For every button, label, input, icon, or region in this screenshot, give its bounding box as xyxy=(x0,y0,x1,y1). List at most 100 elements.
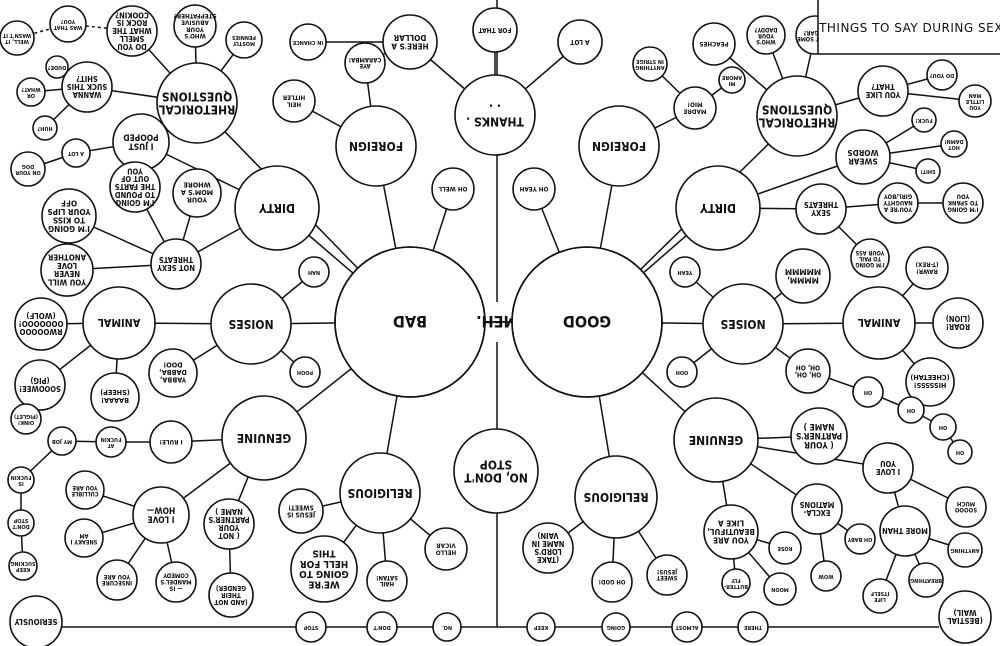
node-circle xyxy=(763,572,797,606)
node-thanks: THANKS .. . xyxy=(454,74,536,156)
node-label: MORE THAN xyxy=(882,527,928,536)
node-circle xyxy=(106,5,158,57)
node-label: OH GOD! xyxy=(599,579,626,586)
node-label: ALMOST xyxy=(675,624,699,630)
node-heil-hitler: HEILHITLER xyxy=(272,79,316,123)
node-im-going-pail: I'M GOINGTO PAILYOUR ASS xyxy=(850,238,890,278)
node-roar-lion: ROAR!(LION) xyxy=(932,297,984,349)
diagram-title: THINGS TO SAY DURING SEX xyxy=(818,21,1000,35)
node-yabba-dabba-doo: YABBA,DABBA,DOO! xyxy=(148,348,198,398)
node-label: SEXYTHREATS xyxy=(804,201,838,218)
node-circle xyxy=(234,165,320,251)
node-youll-never-love: YOU WILLNEVERLOVEANOTHER xyxy=(40,243,94,297)
node-circle xyxy=(10,403,42,435)
node-label: YOU WILLNEVERLOVEANOTHER xyxy=(47,253,87,287)
node-baaaa: BAAAA!(SHEEP) xyxy=(90,372,140,422)
node-circle xyxy=(424,527,468,571)
node-circle xyxy=(65,470,105,510)
node-you-like-that: YOU LIKETHAT? xyxy=(857,65,909,117)
node-circle xyxy=(646,554,688,596)
node-label: KEEPSUCKING xyxy=(10,560,35,572)
node-rawr: RAWR!(T-REX) xyxy=(905,246,949,290)
node-label: RHETORICALQUESTIONS xyxy=(159,90,236,117)
node-hisssss-cheetah: HISSSSS!(CHEETAH) xyxy=(905,357,955,407)
node-oink-piglet: OINK!(PIGLET) xyxy=(10,403,42,435)
node-label: ANYTHINGIN STRIGE xyxy=(635,58,664,70)
node-label: DO YOUSMELLWHAT THEROCK ISCOOKIN? xyxy=(112,11,152,52)
node-label: I LOVEYOU xyxy=(875,460,900,477)
node-circle xyxy=(905,246,949,290)
node-circle xyxy=(785,348,831,394)
node-jesus-is-sweet: JESUS ISSWEET! xyxy=(278,488,324,534)
node-label: OH WELL xyxy=(438,186,467,193)
node-your-moms-whore: YOURMOM'S AWHORE xyxy=(172,168,222,218)
node-sooowee: SOOOWEE!(PIG) xyxy=(14,359,66,411)
node-peaches: PEACHES xyxy=(692,22,736,66)
node-label: OH xyxy=(907,407,915,413)
node-going-pound-farts: I'M GOINGTO POUNDTHE FARTSOUT OFYOU xyxy=(109,161,161,213)
node-label: MEH. xyxy=(476,313,518,332)
node-circle xyxy=(790,407,848,465)
node-label: (TAKELORD'SNAME INVAIN) xyxy=(531,532,564,565)
node-foreign-bad: FOREIGN xyxy=(335,105,417,187)
node-a-lot-top: A LOT xyxy=(557,19,603,65)
node-label: RELIGIOUS xyxy=(583,490,648,504)
node-keep-sucking: KEEPSUCKING xyxy=(8,551,38,581)
node-circle xyxy=(454,74,536,156)
node-circle xyxy=(852,376,884,408)
node-label: MMMM,MMMMM xyxy=(785,267,821,286)
node-label: I'M GOINGTO POUNDTHE FARTSOUT OFYOU xyxy=(115,167,156,208)
node-circle xyxy=(835,129,891,185)
node-label: BREATHING xyxy=(910,577,942,583)
node-religious-good: RELIGIOUS xyxy=(574,455,658,539)
node-label: OH BABY xyxy=(847,536,872,542)
node-breathing: BREATHING xyxy=(908,562,944,598)
node-circle xyxy=(382,14,438,70)
node-label: ANIMAL xyxy=(98,317,141,330)
node-do-you-smell: DO YOUSMELLWHAT THEROCK ISCOOKIN? xyxy=(106,5,158,57)
node-circle xyxy=(172,168,222,218)
node-or-what: ORWHAT? xyxy=(16,77,46,107)
node-circle xyxy=(669,256,701,288)
node-label: WANT SOMESUGAR? xyxy=(797,29,833,41)
node-circle xyxy=(601,612,631,642)
node-circle xyxy=(768,531,802,565)
node-label: THANKS .. . xyxy=(466,102,524,129)
node-rhetorical-bad: RHETORICALQUESTIONS xyxy=(156,62,238,144)
node-animal-good: ANIMAL xyxy=(842,286,916,360)
node-mi-amore: MIAMORE xyxy=(718,66,746,94)
node-circle xyxy=(632,46,668,82)
node-label: NOISES xyxy=(228,317,273,331)
node-circle xyxy=(897,396,925,424)
node-circle xyxy=(82,286,156,360)
node-oh-god: OH GOD! xyxy=(591,561,633,603)
node-circle xyxy=(289,23,327,61)
node-label: DUDE? xyxy=(48,64,67,70)
node-label: HUH? xyxy=(37,125,52,131)
node-going-spank: I'M GOINGTO SPANKYOU xyxy=(942,182,984,224)
node-life-itself: LIFEITSELF xyxy=(862,578,898,614)
node-circle xyxy=(703,504,759,560)
node-label: DON'TSTOP xyxy=(12,517,30,529)
node-label: WOW xyxy=(818,573,834,579)
node-label: HEILHITLER xyxy=(282,94,305,108)
node-for-that: FOR THAT xyxy=(472,7,518,53)
node-circle xyxy=(149,420,193,464)
node-circle xyxy=(366,611,398,643)
node-label: OH xyxy=(956,449,964,455)
node-fuck: FUCK! xyxy=(911,107,937,133)
node-oh-yeah: OH YEAH xyxy=(512,167,556,211)
node-label: I JUSTPOOPED xyxy=(123,133,158,152)
node-on-your-dog: ON YOURDOG xyxy=(10,151,46,187)
node-rose: ROSE xyxy=(768,531,802,565)
node-cullible: CULLIBLEYOU ARE xyxy=(65,470,105,510)
node-circle xyxy=(810,560,842,592)
node-circle xyxy=(940,130,968,158)
node-label: INSECUREYOU ARE xyxy=(102,573,133,586)
node-circle xyxy=(929,413,957,441)
node-circle xyxy=(278,488,324,534)
node-oh-3: OH xyxy=(929,413,957,441)
node-circle xyxy=(775,248,831,304)
node-label: HERE'S ADOLLAR xyxy=(391,33,429,52)
node-label: RAWR!(T-REX) xyxy=(915,261,938,275)
